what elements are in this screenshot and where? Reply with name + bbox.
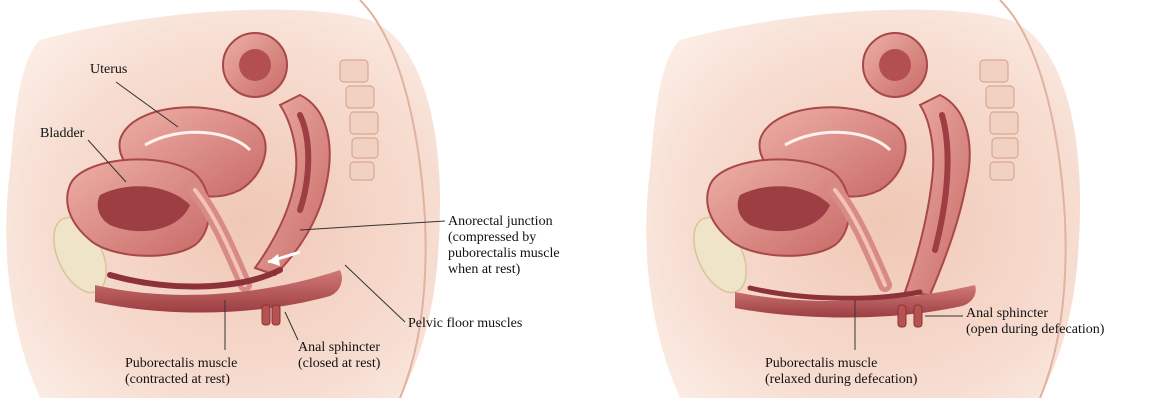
left-illustration: [6, 0, 445, 398]
anal-sphincter-closed-label: Anal sphincter (closed at rest): [298, 340, 380, 372]
puborectalis-contracted-label: Puborectalis muscle (contracted at rest): [125, 356, 237, 388]
anorectal-junction-label: Anorectal junction (compressed by pubore…: [448, 214, 560, 278]
bladder-label: Bladder: [40, 126, 84, 142]
anal-sphincter-open-label: Anal sphincter (open during defecation): [966, 306, 1104, 338]
puborectalis-relaxed-label: Puborectalis muscle (relaxed during defe…: [765, 356, 917, 388]
uterus-label: Uterus: [90, 62, 127, 78]
pelvic-floor-label: Pelvic floor muscles: [408, 316, 522, 332]
right-illustration: [646, 0, 1080, 398]
